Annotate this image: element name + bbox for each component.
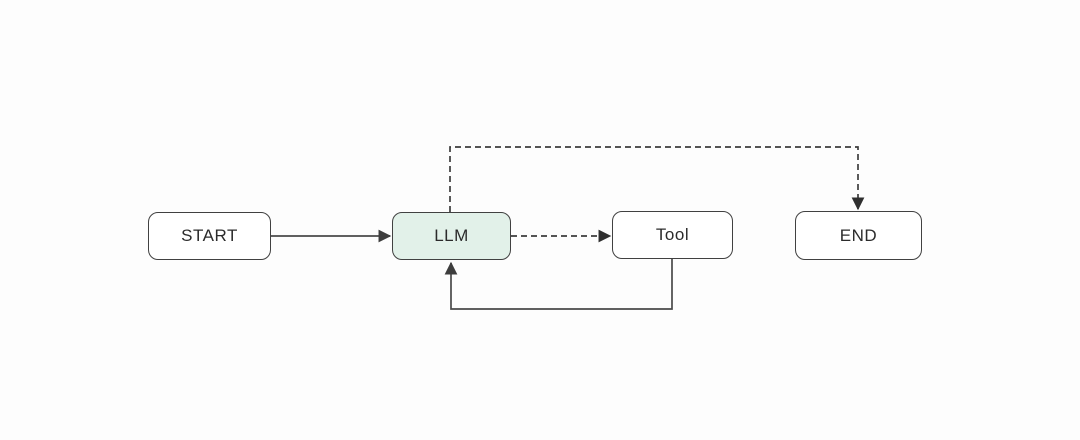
node-tool-label: Tool bbox=[655, 225, 690, 244]
edge-tool-to-llm bbox=[444, 259, 673, 310]
node-start: START bbox=[148, 212, 271, 260]
node-start-label: START bbox=[181, 226, 238, 245]
node-end-label: END bbox=[839, 225, 878, 245]
node-tool: Tool bbox=[612, 211, 733, 259]
node-end: END bbox=[795, 211, 922, 260]
node-llm: LLM bbox=[392, 212, 511, 260]
edge-llm-to-end bbox=[449, 146, 865, 212]
node-llm-label: LLM bbox=[434, 226, 469, 245]
